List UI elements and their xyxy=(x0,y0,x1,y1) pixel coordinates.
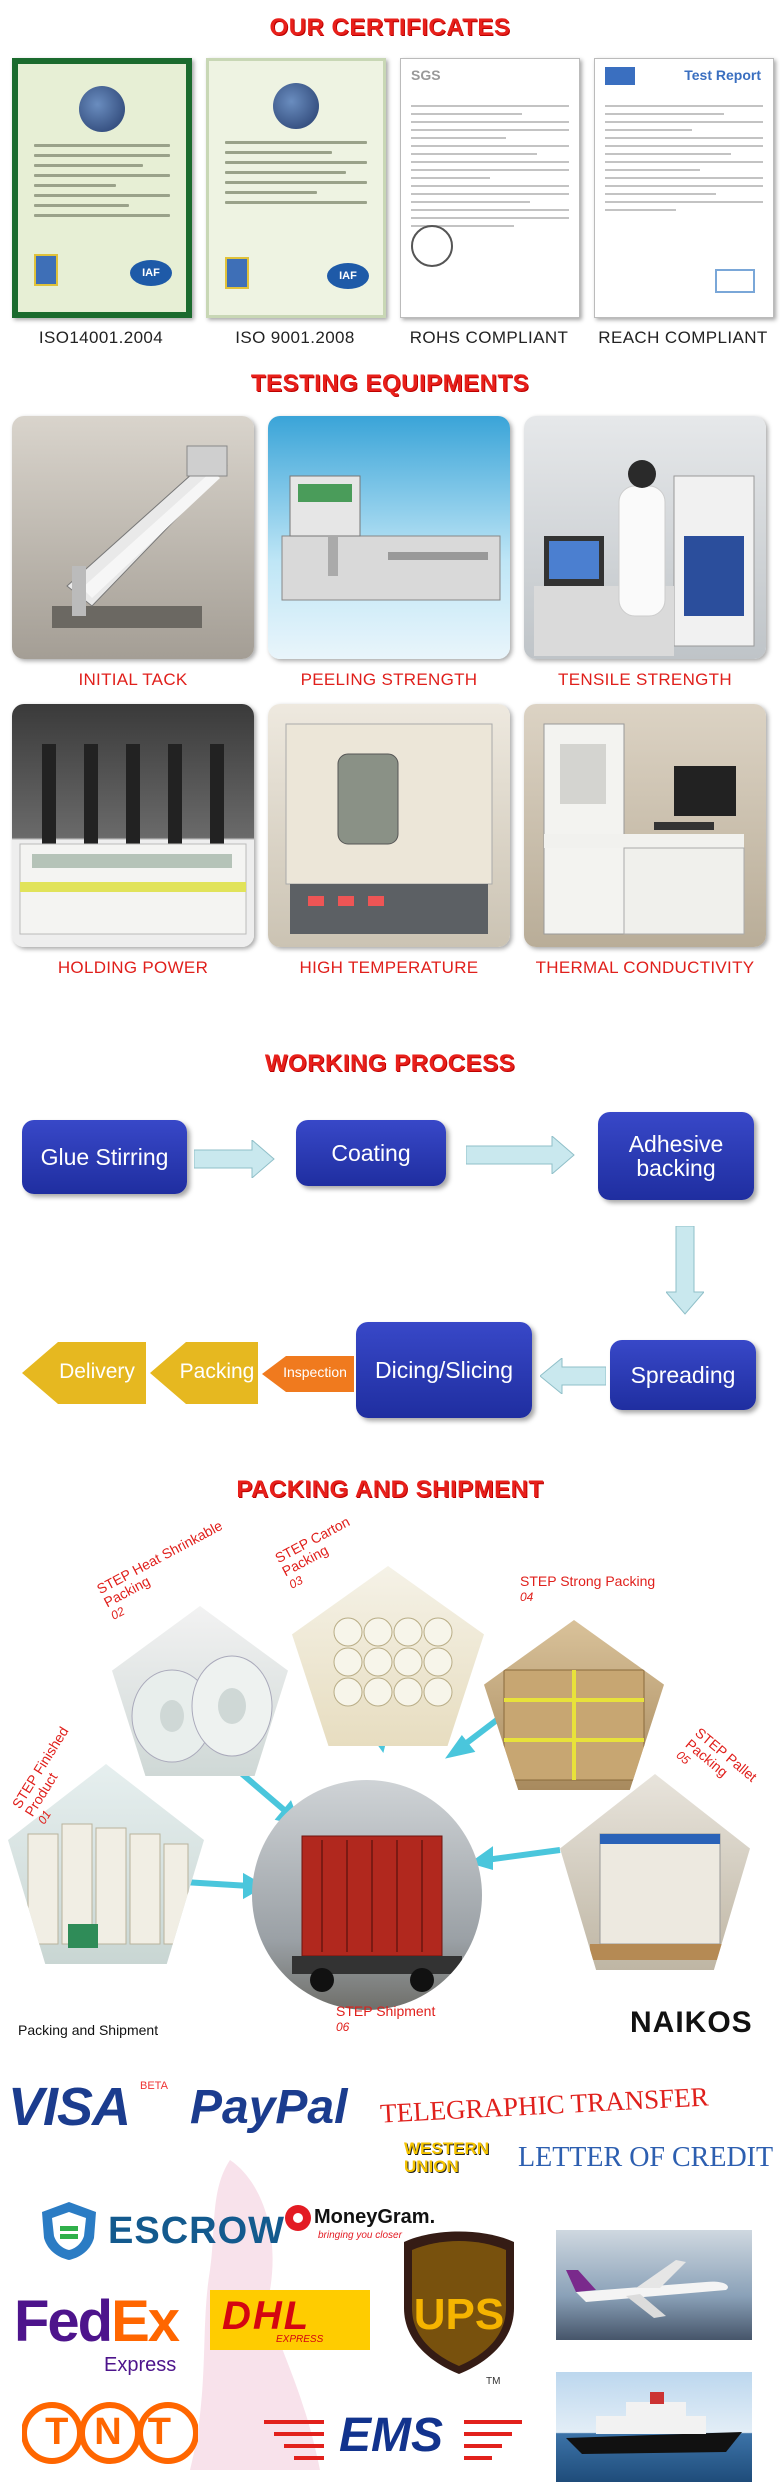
dhl-text: DHL xyxy=(222,2294,311,2338)
letter-of-credit-text: LETTER OF CREDIT xyxy=(518,2142,774,2173)
dhl-express-text: EXPRESS xyxy=(276,2334,324,2345)
photo-shipment xyxy=(252,1780,482,2010)
seal-icon xyxy=(79,86,125,132)
arrow-left-icon xyxy=(22,1342,146,1404)
delivery-label: Delivery xyxy=(59,1360,135,1383)
escrow-logo: ESCROW xyxy=(108,2210,285,2252)
photo-peeling-strength xyxy=(268,416,510,659)
moneygram-tagline: bringing you closer xyxy=(318,2230,402,2241)
ups-logo: UPS xyxy=(413,2290,505,2339)
arrow-left-icon xyxy=(540,1358,606,1394)
certificates-title: OUR CERTIFICATES xyxy=(269,14,511,41)
fedex-ex-text: Ex xyxy=(111,2289,180,2354)
certificate-reach[interactable]: Test Report xyxy=(594,58,774,318)
tnt-circles-icon xyxy=(22,2402,198,2464)
dhl-logo: DHL EXPRESS xyxy=(210,2290,370,2350)
process-adhesive-backing: Adhesive backing xyxy=(598,1112,754,1200)
test-report-header: Test Report xyxy=(684,67,761,83)
label-initial-tack: INITIAL TACK xyxy=(78,670,188,689)
cert-label-rohs: ROHS COMPLIANT xyxy=(409,328,569,347)
arrow-left-icon xyxy=(262,1356,354,1392)
stamp-icon xyxy=(715,269,755,293)
photo-holding-power xyxy=(12,704,254,947)
certificate-rohs[interactable]: SGS xyxy=(400,58,580,318)
iaf-logo-icon: IAF xyxy=(130,260,172,286)
arrow-right-icon xyxy=(466,1136,575,1174)
cert-label-reach: REACH COMPLIANT xyxy=(598,328,768,347)
western-text: WESTERN xyxy=(404,2139,489,2158)
iaf-logo-icon: IAF xyxy=(327,263,369,289)
label-peeling-strength: PEELING STRENGTH xyxy=(300,670,478,689)
union-text: UNION xyxy=(404,2157,459,2176)
step-name: Shipment xyxy=(376,2003,436,2019)
paypal-logo: PayPal xyxy=(190,2080,347,2135)
arrow-left-icon xyxy=(150,1342,258,1404)
visa-logo: VISA xyxy=(8,2077,131,2137)
step-06-label: STEP Shipment 06 xyxy=(336,2004,486,2033)
label-holding-power: HOLDING POWER xyxy=(57,958,209,977)
paypal-text: PayPal xyxy=(190,2081,348,2134)
tnt-text: TNT xyxy=(45,2411,197,2453)
photo-thermal-conductivity xyxy=(524,704,766,947)
western-union-logo: WESTERN UNION xyxy=(404,2140,514,2176)
arrow-right-icon xyxy=(194,1140,275,1178)
tnt-logo xyxy=(22,2402,198,2464)
cert-label-iso9001: ISO 9001.2008 xyxy=(235,328,355,347)
seal-icon xyxy=(273,83,319,129)
packing-title: PACKING AND SHIPMENT xyxy=(236,1476,544,1503)
fedex-fed-text: Fed xyxy=(14,2289,113,2354)
ups-trademark: TM xyxy=(486,2376,501,2387)
fedex-express-text: Express xyxy=(104,2354,177,2376)
label-tensile-strength: TENSILE STRENGTH xyxy=(558,670,732,689)
photo-tensile-strength xyxy=(524,416,766,659)
shield-icon xyxy=(42,2202,96,2260)
process-packing: Packing xyxy=(150,1336,258,1410)
step-number: 04 xyxy=(520,1589,534,1604)
sgs-stamp-icon xyxy=(411,225,453,267)
photo-ship xyxy=(556,2372,752,2482)
process-delivery: Delivery xyxy=(22,1336,146,1410)
photo-high-temperature xyxy=(268,704,510,947)
naikos-brand: NAIKOS xyxy=(630,2006,753,2039)
step-word: STEP xyxy=(336,2003,373,2019)
step-name: Strong Packing xyxy=(560,1573,656,1589)
ups-shield-icon xyxy=(404,2231,514,2374)
process-title: WORKING PROCESS xyxy=(264,1050,516,1077)
moneygram-logo: MoneyGram. xyxy=(314,2206,436,2228)
process-inspection: Inspection xyxy=(262,1352,354,1396)
visa-beta-badge: BETA xyxy=(140,2080,168,2092)
cert-label-iso14001: ISO14001.2004 xyxy=(38,328,164,347)
ems-logo: EMS xyxy=(338,2409,443,2462)
sgs-header: SGS xyxy=(411,67,441,83)
step-word: STEP xyxy=(520,1573,557,1589)
photo-initial-tack xyxy=(12,416,254,659)
lab-logo-icon xyxy=(605,67,635,85)
certificate-iso9001[interactable]: IAF xyxy=(206,58,386,318)
step-04-label: STEP Strong Packing 04 xyxy=(520,1574,680,1603)
process-coating: Coating xyxy=(296,1120,446,1186)
certification-mark-icon xyxy=(225,257,249,289)
label-high-temperature: HIGH TEMPERATURE xyxy=(299,958,479,977)
moneygram-icon xyxy=(285,2205,311,2231)
process-glue-stirring: Glue Stirring xyxy=(22,1120,187,1194)
step-number: 06 xyxy=(336,2019,350,2034)
testing-title: TESTING EQUIPMENTS xyxy=(250,370,530,397)
packing-label: Packing xyxy=(179,1360,255,1383)
process-spreading: Spreading xyxy=(610,1340,756,1410)
label-thermal-conductivity: THERMAL CONDUCTIVITY xyxy=(535,958,755,977)
certificate-iso14001[interactable]: IAF xyxy=(12,58,192,318)
ems-speed-lines-icon xyxy=(264,2420,522,2460)
photo-airplane xyxy=(556,2230,752,2340)
packing-caption: Packing and Shipment xyxy=(18,2022,159,2038)
process-dicing-slicing: Dicing/Slicing xyxy=(356,1322,532,1418)
telegraphic-transfer-text: TELEGRAPHIC TRANSFER xyxy=(379,2081,710,2129)
arrow-down-icon xyxy=(666,1226,704,1315)
fedex-logo: FedEx xyxy=(14,2288,180,2355)
inspection-label: Inspection xyxy=(283,1364,347,1380)
certification-mark-icon xyxy=(34,254,58,286)
certificates-row: IAF IAF SGS Test Report ISO14001.2004 IS… xyxy=(12,58,774,347)
